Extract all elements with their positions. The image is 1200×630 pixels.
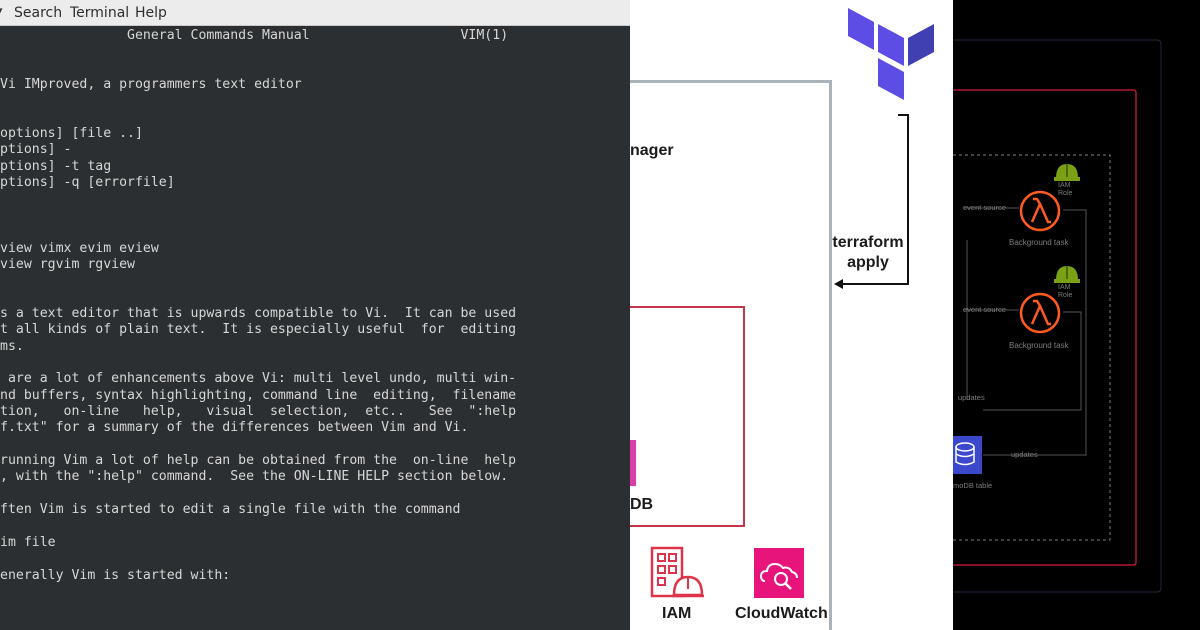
dynamodb-icon-partial <box>630 440 636 486</box>
terminal-window: ▾ Search Terminal Help General Commands … <box>0 0 630 630</box>
service-group-box <box>630 306 745 527</box>
iam-icon <box>650 546 704 598</box>
terminal-line: view rgvim rgview <box>0 256 135 272</box>
lambda-icon <box>1019 292 1061 334</box>
menu-help[interactable]: Help <box>135 5 167 21</box>
cloudwatch-label: CloudWatch <box>735 605 828 622</box>
terminal-line: ms. <box>0 338 24 354</box>
menu-search[interactable]: Search <box>14 5 63 21</box>
dynamodb-table-label: moDB table <box>953 481 993 490</box>
terminal-line: running Vim a lot of help can be obtaine… <box>0 453 517 469</box>
terminal-line: t all kinds of plain text. It is especia… <box>0 322 517 338</box>
terminal-line: General Commands Manual VIM(1) <box>0 28 509 43</box>
terraform-apply-connector <box>834 114 909 289</box>
terminal-line: Vi IMproved, a programmers text editor <box>0 77 302 93</box>
db-label: DB <box>630 496 654 513</box>
lambda-icon <box>1019 190 1061 232</box>
iam-label: IAM <box>662 605 692 622</box>
terminal-line: , with the ":help" command. See the ON-L… <box>0 469 509 485</box>
terminal-line: are a lot of enhancements above Vi: mult… <box>0 371 517 387</box>
terraform-apply-label: terraform apply <box>832 234 904 271</box>
terminal-output[interactable]: General Commands Manual VIM(1) Vi IMprove… <box>0 27 630 630</box>
event-source-label: event source <box>963 305 1006 314</box>
iam-role-hardhat-icon <box>1054 266 1080 283</box>
iam-role-label: IAM Role <box>1058 182 1073 197</box>
event-source-label: event source <box>963 203 1006 212</box>
updates-label: updates <box>958 393 985 402</box>
iam-role-label: IAM Role <box>1058 284 1073 299</box>
terminal-line: im file <box>0 534 56 550</box>
menu-overflow-icon: ▾ <box>0 4 3 19</box>
manager-label: nager <box>630 142 674 159</box>
terminal-line: ptions] -q [errorfile] <box>0 175 175 191</box>
terminal-menubar: ▾ Search Terminal Help <box>0 0 630 26</box>
terminal-line: tion, on-line help, visual selection, et… <box>0 404 517 420</box>
cloudwatch-icon <box>754 548 804 598</box>
terminal-line: s a text editor that is upwards compatib… <box>0 305 517 321</box>
updates-label: updates <box>1011 450 1038 459</box>
menu-terminal[interactable]: Terminal <box>70 5 130 21</box>
dynamodb-icon <box>953 436 982 474</box>
terminal-line: f.txt" for a summary of the differences … <box>0 420 469 436</box>
terminal-line: options] [file ..] <box>0 126 143 142</box>
terminal-line: enerally Vim is started with: <box>0 567 231 583</box>
dark-architecture-diagram: IAM Role Background task event source IA… <box>953 0 1200 630</box>
terminal-line: ptions] -t tag <box>0 158 112 174</box>
terminal-line: ften Vim is started to edit a single fil… <box>0 502 461 518</box>
iam-role-hardhat-icon <box>1054 164 1080 181</box>
account-boundary-box <box>630 80 832 630</box>
background-task-label: Background task <box>1009 341 1069 350</box>
dark-diagram-frames <box>953 39 1162 593</box>
terminal-line: view vimx evim eview <box>0 240 159 256</box>
terraform-logo-icon <box>848 8 934 100</box>
terminal-line: ptions] - <box>0 142 72 158</box>
terminal-line: nd buffers, syntax highlighting, command… <box>0 387 517 403</box>
background-task-label: Background task <box>1009 238 1069 247</box>
architecture-diagram: nager DB terraform apply IAM CloudWatch <box>630 0 953 630</box>
